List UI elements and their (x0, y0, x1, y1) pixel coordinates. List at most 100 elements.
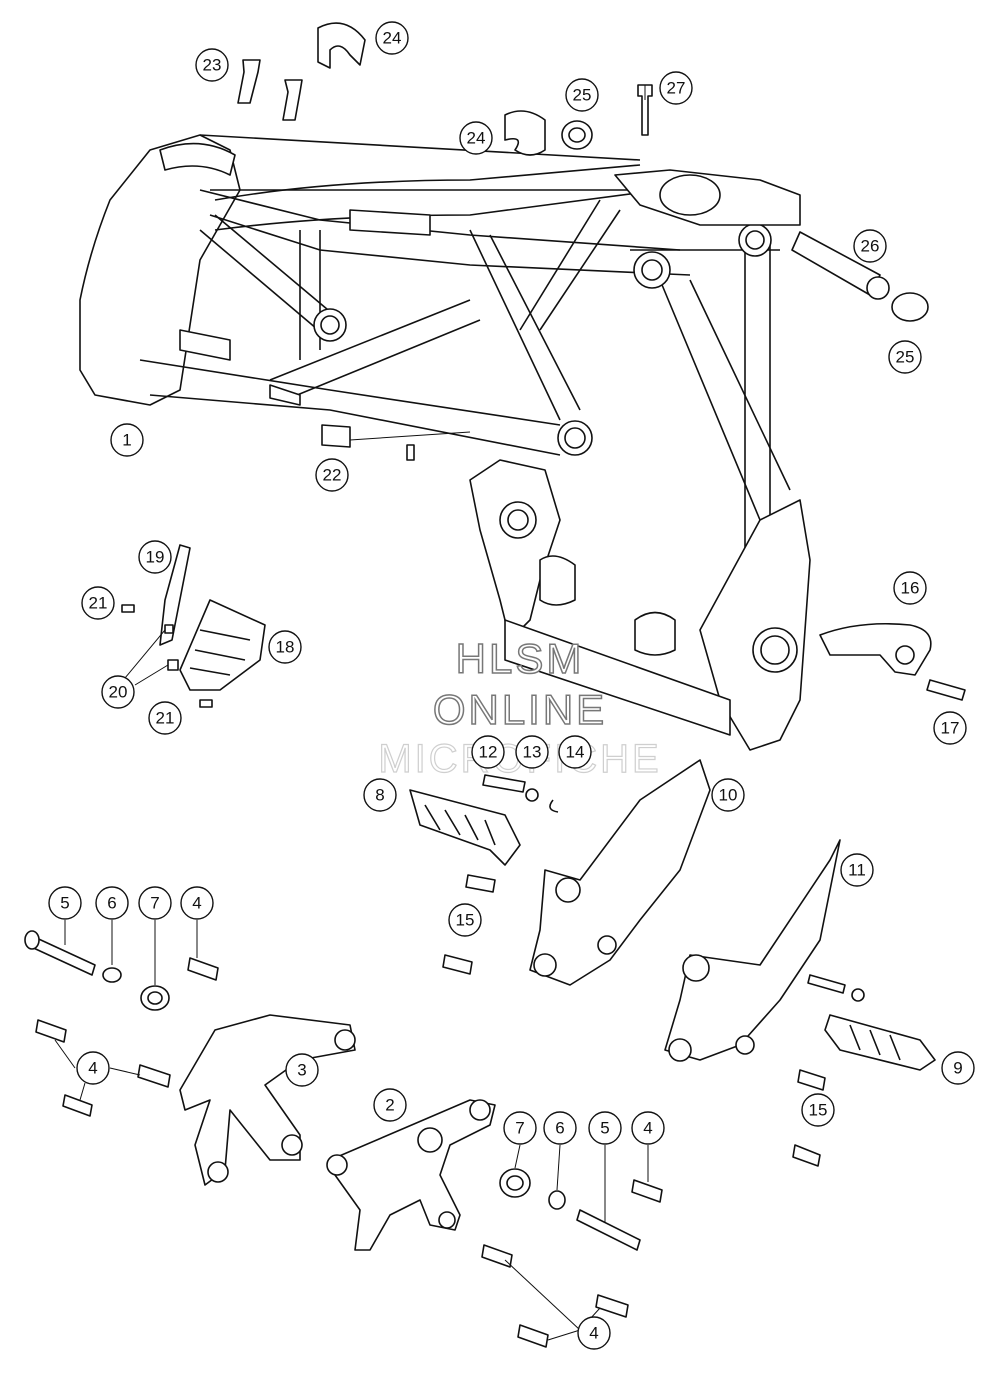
callout-8: 8 (363, 778, 397, 812)
callout-17-label: 17 (941, 719, 960, 738)
callout-2: 2 (373, 1088, 407, 1122)
callout-21-top-label: 21 (89, 594, 108, 613)
bolt-15-left (442, 874, 496, 975)
bracket-19 (159, 544, 191, 646)
grommet-25-right (891, 292, 929, 322)
callout-26-label: 26 (861, 237, 880, 256)
screw-21-bottom (199, 699, 213, 708)
callout-6-left-label: 6 (107, 894, 116, 913)
callout-24-top: 24 (375, 21, 409, 55)
callout-7-right-label: 7 (515, 1119, 524, 1138)
callout-10-label: 10 (719, 786, 738, 805)
callout-4-bottom: 4 (577, 1316, 611, 1350)
callout-16-label: 16 (901, 579, 920, 598)
watermark: HLSM ONLINE MICROFICHE (378, 634, 660, 781)
callouts: 1 2 3 4 4 4 4 5 5 6 6 7 7 8 9 10 11 12 1… (48, 21, 975, 1350)
callout-1: 1 (110, 423, 144, 457)
callout-14-label: 14 (566, 743, 585, 762)
watermark-line-1: HLSM (456, 635, 585, 682)
callout-21-bottom: 21 (148, 701, 182, 735)
bolt-17 (926, 679, 966, 701)
nut-20 (164, 624, 179, 671)
callout-7-left: 7 (138, 886, 172, 920)
bolt-4-group-left (35, 1019, 171, 1117)
bolt-27 (637, 84, 653, 136)
leader-lines (54, 85, 649, 1341)
bolt-5-left (24, 930, 96, 976)
callout-13: 13 (515, 735, 549, 769)
callout-1-label: 1 (122, 431, 131, 450)
callout-15-left-label: 15 (456, 911, 475, 930)
callout-5-right: 5 (588, 1111, 622, 1145)
callout-23-label: 23 (203, 56, 222, 75)
callout-6-left: 6 (95, 886, 129, 920)
bolt-4-group-bottom (481, 1244, 629, 1348)
clip-14 (549, 799, 559, 813)
callout-4-right-top: 4 (631, 1111, 665, 1145)
screw-21-top (121, 604, 135, 613)
callout-12-label: 12 (479, 743, 498, 762)
callout-27-label: 27 (667, 79, 686, 98)
callout-23: 23 (195, 48, 229, 82)
bolt-5-right (576, 1209, 641, 1251)
spacer-26 (791, 231, 890, 300)
pin-12 (482, 774, 526, 793)
callout-3: 3 (285, 1053, 319, 1087)
callout-25-right-label: 25 (896, 348, 915, 367)
callout-20-label: 20 (109, 683, 128, 702)
bolt-4-right-of-7 (187, 957, 219, 981)
callout-15-right: 15 (801, 1093, 835, 1127)
callout-4-left-group-label: 4 (88, 1059, 97, 1078)
callout-4-left-top: 4 (180, 886, 214, 920)
callout-10: 10 (711, 778, 745, 812)
callout-24-mid: 24 (459, 121, 493, 155)
bracket-10 (529, 759, 711, 986)
callout-4-bottom-label: 4 (589, 1324, 598, 1343)
clip-22 (321, 424, 415, 461)
bolt-4-right (631, 1179, 663, 1203)
spring-13 (525, 788, 539, 802)
grommet-25-top (561, 120, 593, 150)
callout-9-label: 9 (953, 1059, 962, 1078)
watermark-line-2: ONLINE (433, 686, 607, 733)
callout-26: 26 (853, 229, 887, 263)
washer-6-right (548, 1190, 566, 1210)
bushing-24-top (317, 22, 366, 69)
callout-17: 17 (933, 711, 967, 745)
spring-clip-right (807, 974, 865, 1002)
callout-6-right: 6 (543, 1111, 577, 1145)
bushing-24-mid (504, 110, 546, 156)
callout-20: 20 (101, 675, 135, 709)
footpeg-8 (409, 789, 521, 866)
washer-6-left (102, 967, 122, 983)
guard-16 (819, 623, 932, 676)
bushing-7-right (499, 1168, 531, 1198)
callout-7-right: 7 (503, 1111, 537, 1145)
callout-19-label: 19 (146, 548, 165, 567)
callout-15-left: 15 (448, 903, 482, 937)
callout-2-label: 2 (385, 1096, 394, 1115)
callout-5-left-label: 5 (60, 894, 69, 913)
callout-25-top-label: 25 (573, 86, 592, 105)
callout-5-left: 5 (48, 886, 82, 920)
cover-18 (179, 599, 266, 691)
callout-27: 27 (659, 71, 693, 105)
callout-18: 18 (268, 630, 302, 664)
bolt-23 (237, 59, 303, 121)
frame-assembly (79, 134, 811, 751)
bolt-15-right (792, 1069, 826, 1167)
callout-25-right: 25 (888, 340, 922, 374)
callout-8-label: 8 (375, 786, 384, 805)
callout-13-label: 13 (523, 743, 542, 762)
callout-18-label: 18 (276, 638, 295, 657)
bracket-11 (664, 839, 841, 1062)
callout-4-left-top-label: 4 (192, 894, 201, 913)
callout-4-right-top-label: 4 (643, 1119, 652, 1138)
callout-11-label: 11 (848, 861, 866, 880)
callout-12: 12 (471, 735, 505, 769)
callout-3-label: 3 (297, 1061, 306, 1080)
callout-24-mid-label: 24 (467, 129, 486, 148)
callout-21-bottom-label: 21 (156, 709, 175, 728)
callout-5-right-label: 5 (600, 1119, 609, 1138)
